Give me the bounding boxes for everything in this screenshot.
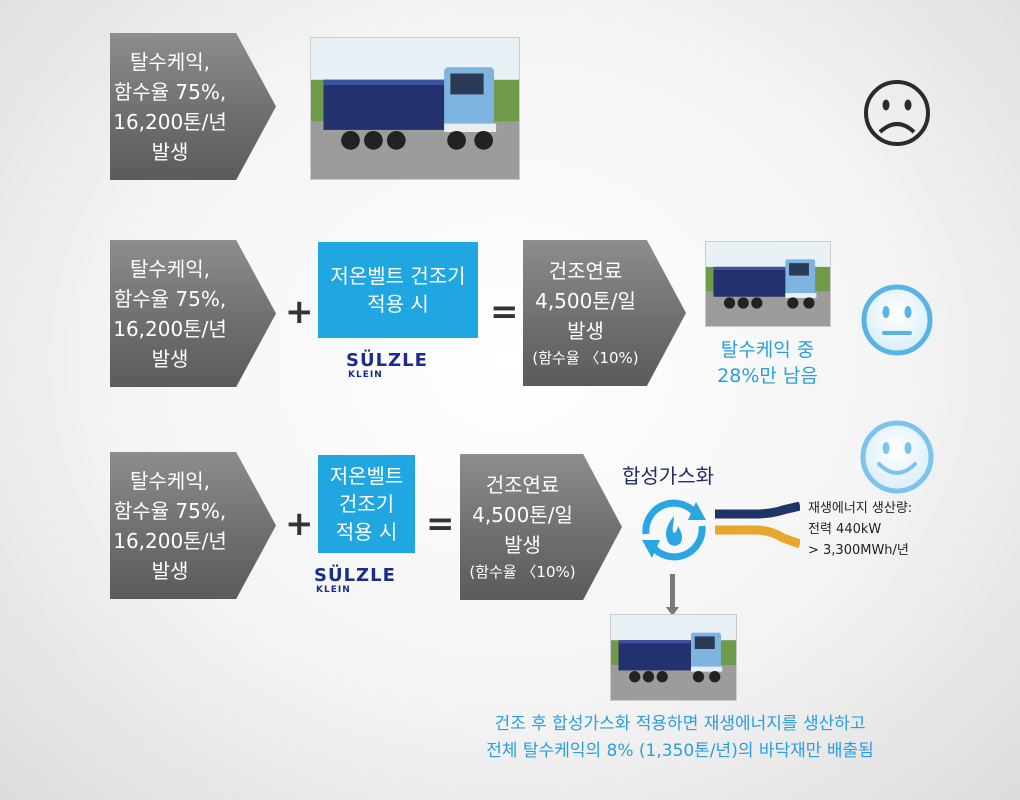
truck-photo-3 <box>610 614 737 701</box>
input-line: 탈수케익, <box>130 468 210 493</box>
input-line: 발생 <box>151 558 189 583</box>
input-line: 발생 <box>151 139 189 164</box>
output-note: (함수율 〈10%) <box>469 563 576 581</box>
output-line: 4,500톤/일 <box>535 289 636 313</box>
input-line: 16,200톤/년 <box>113 316 227 341</box>
output-line: 건조연료 <box>485 473 560 497</box>
output-note: (함수율 〈10%) <box>532 349 639 367</box>
truck-photo-2 <box>705 241 831 327</box>
equals-sign: = <box>490 292 519 332</box>
sulzle-logo: SÜLZLE KLEIN <box>346 350 428 381</box>
input-line: 16,200톤/년 <box>113 528 227 553</box>
plus-sign: + <box>285 292 314 332</box>
result-caption: 탈수케익 중 28%만 남음 <box>717 339 818 387</box>
dryer-box-2: 저온벨트 건조기 적용 시 <box>318 242 478 338</box>
input-line: 함수율 75%, <box>113 498 227 523</box>
input-line: 함수율 75%, <box>113 286 227 311</box>
dryer-line: 적용 시 <box>367 292 429 316</box>
sulzle-logo: SÜLZLE KLEIN <box>314 565 396 596</box>
equals-sign: = <box>426 504 455 544</box>
output-arrow-2: 건조연료 4,500톤/일 발생 (함수율 〈10%) <box>523 240 686 386</box>
input-arrow-2: 탈수케익, 함수율 75%, 16,200톤/년 발생 <box>110 240 276 387</box>
input-line: 탈수케익, <box>130 256 210 281</box>
gasification-icon <box>636 494 712 570</box>
input-line: 발생 <box>151 346 189 371</box>
input-arrow-3: 탈수케익, 함수율 75%, 16,200톤/년 발생 <box>110 452 276 599</box>
plus-sign: + <box>285 504 314 544</box>
output-line: 4,500톤/일 <box>472 503 573 527</box>
output-arrow-3: 건조연료 4,500톤/일 발생 (함수율 〈10%) <box>460 454 622 600</box>
input-line: 16,200톤/년 <box>113 109 227 134</box>
output-line: 발생 <box>504 533 541 557</box>
input-line: 탈수케익, <box>130 49 210 74</box>
output-line: 건조연료 <box>548 259 623 283</box>
neutral-face-icon <box>860 283 934 361</box>
dryer-line: 건조기 <box>338 492 395 516</box>
sad-face-icon <box>862 78 932 152</box>
input-line: 함수율 75%, <box>113 79 227 104</box>
dryer-line: 적용 시 <box>335 520 398 544</box>
footer-caption: 건조 후 합성가스화 적용하면 재생에너지를 생산하고 전체 탈수케익의 8% … <box>486 714 874 761</box>
dryer-box-3: 저온벨트 건조기 적용 시 <box>318 455 415 553</box>
energy-output-bands <box>715 501 802 558</box>
down-connector <box>666 574 680 620</box>
energy-text: 재생에너지 생산량: 전력 440kW > 3,300MWh/년 <box>808 501 913 558</box>
gasification-label: 합성가스화 <box>622 464 714 488</box>
input-arrow-1: 탈수케익, 함수율 75%, 16,200톤/년 발생 <box>110 33 276 180</box>
truck-photo-1 <box>310 37 520 180</box>
happy-face-icon <box>858 418 936 500</box>
output-line: 발생 <box>567 319 604 343</box>
dryer-line: 저온벨트 <box>329 464 404 488</box>
dryer-line: 저온벨트 건조기 <box>330 264 466 288</box>
